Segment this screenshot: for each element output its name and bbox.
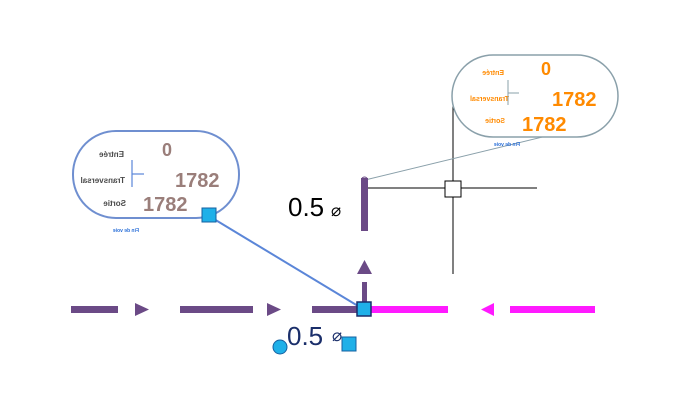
right-transversal-label: Transversal <box>470 96 509 103</box>
right-callout-bubble <box>451 54 619 138</box>
track-dash <box>180 306 253 313</box>
track-dash <box>71 306 118 313</box>
left-transversal-value: 1782 <box>175 170 220 192</box>
track-arrow-left-icon <box>481 303 494 316</box>
vertical-track-segment <box>361 178 368 231</box>
left-leader-line <box>208 215 364 310</box>
diameter-icon: ⌀ <box>332 326 342 346</box>
left-extra-label: Fin de voie <box>113 228 139 234</box>
lower-dimension-square-handle[interactable] <box>341 336 357 352</box>
track-arrow-right-icon <box>135 303 149 316</box>
right-extra-label: Fin de voie <box>494 142 520 148</box>
diameter-icon: ⌀ <box>331 201 341 221</box>
upper-dimension-value: 0.5 <box>288 192 324 222</box>
vertical-purple-track[interactable] <box>357 176 372 302</box>
right-sortie-label: Sortie <box>485 118 505 125</box>
lower-dimension-label[interactable]: 0.5 ⌀ <box>272 321 357 355</box>
track-dash <box>312 306 362 313</box>
magenta-segment <box>510 306 595 313</box>
lower-dimension-value: 0.5 <box>287 321 323 351</box>
left-sortie-label: Sortie <box>103 199 126 208</box>
track-arrow-up-icon <box>357 260 372 274</box>
left-callout-handle[interactable] <box>201 207 217 223</box>
magenta-segment <box>368 306 448 313</box>
left-sortie-value: 1782 <box>143 194 188 216</box>
left-transversal-label: Transversal <box>81 176 125 185</box>
right-callout[interactable]: Entrée Transversal Sortie Fin de voie 0 … <box>451 54 619 148</box>
left-callout-bubble <box>72 130 240 219</box>
right-entree-value: 0 <box>541 59 551 79</box>
left-callout[interactable]: Entrée Transversal Sortie Fin de voie 0 … <box>72 130 240 234</box>
track-arrow-right-icon <box>267 303 281 316</box>
left-entree-label: Entrée <box>99 150 124 159</box>
junction-node[interactable] <box>356 301 372 317</box>
vertical-track-segment <box>362 282 367 302</box>
lower-dimension-circle-handle[interactable] <box>272 339 288 355</box>
purple-track[interactable] <box>71 303 362 316</box>
left-entree-value: 0 <box>162 140 172 160</box>
upper-dimension-label[interactable]: 0.5 ⌀ <box>288 192 341 222</box>
right-entree-label: Entrée <box>482 70 504 77</box>
right-transversal-value: 1782 <box>552 89 597 111</box>
crosshair-center-box[interactable] <box>444 180 462 198</box>
magenta-track[interactable] <box>368 303 595 316</box>
crosshair <box>365 104 537 274</box>
right-sortie-value: 1782 <box>522 114 567 136</box>
vertical-track-endpoint <box>361 176 368 184</box>
